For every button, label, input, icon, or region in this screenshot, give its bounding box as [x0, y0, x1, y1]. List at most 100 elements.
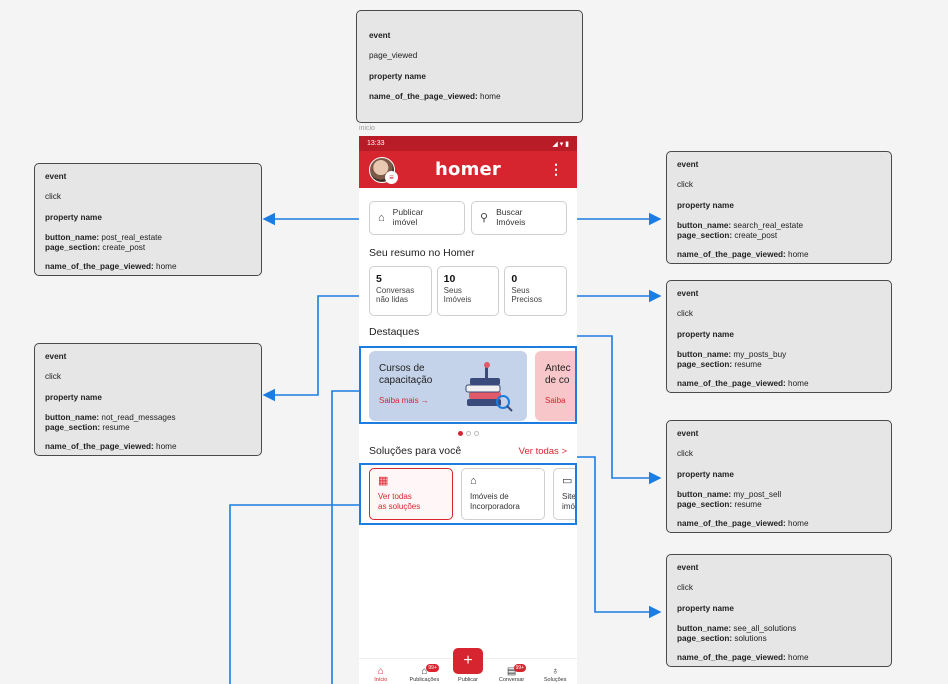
button-name-value: my_post_sell [733, 489, 782, 499]
publish-line1: Publicar [392, 207, 424, 218]
buildings-icon: ⌂ [470, 475, 477, 487]
page-section-key: page_section: [677, 499, 733, 509]
chat-icon: ▤ [506, 666, 517, 677]
learn-more-link[interactable]: Saiba mais → [379, 396, 429, 405]
nav-conversations[interactable]: ▤ 99+ Conversar [494, 664, 530, 683]
publish-fab-button[interactable]: + [453, 648, 483, 674]
carousel-dots [359, 431, 577, 436]
button-name-value: see_all_solutions [733, 623, 797, 633]
page-value: home [788, 653, 809, 663]
page-section-value: resume [734, 499, 762, 509]
menu-lines-icon[interactable]: ≡ [385, 171, 398, 184]
summary-title: Seu resumo no Homer [369, 247, 475, 259]
event-value: click [677, 309, 693, 319]
nav-label: Início [374, 677, 388, 683]
summary-count: 0 [511, 273, 518, 285]
button-name-key: button_name: [677, 220, 732, 230]
my-needs-card[interactable]: 0 Seus Precisos [504, 266, 568, 316]
page-key: name_of_the_page_viewed: [45, 262, 154, 272]
lightbulb-icon: ♁ [551, 666, 559, 677]
event-key: event [369, 31, 391, 40]
houses-icon: ⌂ [421, 666, 428, 677]
page-value: home [788, 379, 809, 389]
solution-line2: Incorporadora [470, 501, 520, 511]
developer-properties-card[interactable]: ⌂ Imóveis de Incorporadora [461, 468, 545, 520]
property-name-key: property name [677, 200, 734, 210]
summary-cards: 5 Conversas não lidas 10 Seus Imóveis 0 … [359, 259, 577, 316]
button-name-key: button_name: [677, 349, 732, 359]
see-all-solutions-link[interactable]: Ver todas > [518, 445, 567, 457]
screen-label: inicio [359, 125, 375, 132]
solution-line1: Ver todas [378, 492, 412, 502]
highlights-title: Destaques [369, 326, 420, 338]
button-name-value: not_read_messages [101, 412, 176, 422]
event-value: click [677, 583, 693, 593]
my-properties-card[interactable]: 10 Seus Imóveis [436, 266, 500, 316]
books-illustration [465, 362, 513, 412]
carousel-dot[interactable] [465, 431, 471, 436]
status-time: 13:33 [367, 140, 385, 147]
solution-line1: Imóveis de [470, 492, 509, 502]
button-name-key: button_name: [45, 232, 100, 242]
summary-count: 10 [443, 273, 456, 285]
search-line2: Imóveis [496, 217, 526, 227]
button-name-key: button_name: [677, 489, 732, 499]
nav-label: Soluções [543, 677, 567, 683]
summary-line1: Seus [511, 286, 530, 296]
event-key: event [45, 352, 67, 361]
button-name-value: post_real_estate [101, 232, 162, 242]
nav-home[interactable]: ⌂ Início [363, 667, 399, 684]
page-key: name_of_the_page_viewed: [369, 91, 478, 101]
page-section-value: resume [734, 359, 762, 369]
page-key: name_of_the_page_viewed: [677, 250, 786, 260]
button-name-value: my_posts_buy [733, 349, 787, 359]
summary-line1: Conversas [376, 286, 415, 296]
highlight-line2: de co [545, 375, 570, 386]
summary-line2: Precisos [511, 295, 543, 305]
page-section-key: page_section: [45, 422, 101, 432]
page-key: name_of_the_page_viewed: [677, 379, 786, 389]
event-value: click [45, 372, 61, 382]
page-section-key: page_section: [677, 359, 733, 369]
home-icon: ⌂ [378, 211, 385, 224]
carousel-dot[interactable] [473, 431, 479, 436]
solutions-list[interactable]: ▦ Ver todas as soluções ⌂ Imóveis de Inc… [359, 463, 577, 525]
property-name-key: property name [45, 212, 102, 222]
search-icon: ⚲ [480, 211, 489, 224]
publish-line2: imóvel [392, 217, 418, 227]
page-value: home [156, 262, 177, 272]
search-line1: Buscar [496, 207, 523, 218]
page-value: home [788, 250, 809, 260]
page-value: home [480, 91, 501, 101]
property-name-key: property name [369, 71, 426, 81]
carousel-dot-active[interactable] [457, 431, 463, 436]
notification-badge: 99+ [513, 664, 527, 672]
page-section-key: page_section: [677, 633, 733, 643]
solutions-title: Soluções para você [369, 445, 462, 457]
nav-solutions[interactable]: ♁ Soluções [537, 666, 573, 684]
summary-line2: Imóveis [443, 295, 472, 305]
unread-conversations-card[interactable]: 5 Conversas não lidas [369, 266, 432, 316]
nav-publish[interactable]: + Publicar [450, 667, 486, 683]
grid-icon: ▦ [378, 475, 389, 487]
page-key: name_of_the_page_viewed: [45, 442, 154, 452]
kebab-menu-icon[interactable]: ⋮ [549, 161, 563, 177]
highlight-line1: Antec [545, 363, 571, 374]
event-value: page_viewed [369, 51, 418, 61]
event-box-page-viewed: event page_viewed property name name_of_… [356, 10, 583, 123]
learn-more-link[interactable]: Saiba [545, 396, 566, 405]
see-all-solutions-card[interactable]: ▦ Ver todas as soluções [369, 468, 453, 520]
page-section-key: page_section: [677, 230, 733, 240]
highlight-card-second[interactable]: Antec de co Saiba [535, 351, 575, 421]
nav-label: Publicações [409, 677, 440, 683]
nav-publications[interactable]: ⌂ 99+ Publicações [406, 664, 442, 683]
property-name-key: property name [45, 392, 102, 402]
event-key: event [677, 289, 699, 298]
property-site-card[interactable]: ▭ Site imó [553, 468, 575, 520]
highlights-carousel[interactable]: Cursos de capacitação Saiba mais → Antec… [359, 346, 577, 424]
highlight-card-training[interactable]: Cursos de capacitação Saiba mais → [369, 351, 527, 421]
